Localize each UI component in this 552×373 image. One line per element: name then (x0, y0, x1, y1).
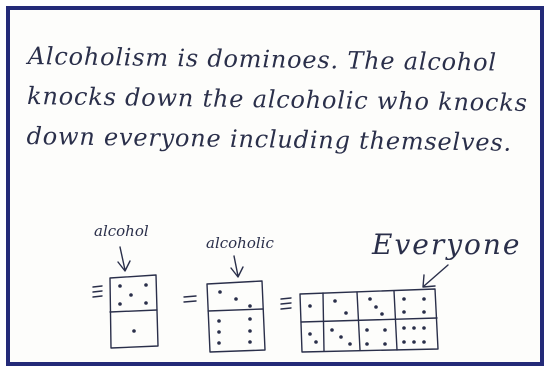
motion-marks-1 (92, 285, 103, 298)
arrow-alcoholic (230, 255, 244, 278)
motion-marks-3 (280, 297, 292, 310)
domino-alcohol (109, 274, 159, 349)
arrow-alcohol (117, 246, 131, 272)
label-alcohol: alcohol (94, 222, 149, 240)
domino-alcoholic (206, 280, 266, 353)
motion-marks-2 (183, 295, 197, 303)
domino-sketch (92, 246, 449, 353)
label-alcoholic: alcoholic (206, 234, 274, 252)
domino-everyone (299, 288, 439, 353)
note-card: Alcoholism is dominoes. The alcohol knoc… (6, 6, 544, 366)
label-everyone: Everyone (372, 228, 522, 261)
arrow-everyone (422, 264, 449, 288)
